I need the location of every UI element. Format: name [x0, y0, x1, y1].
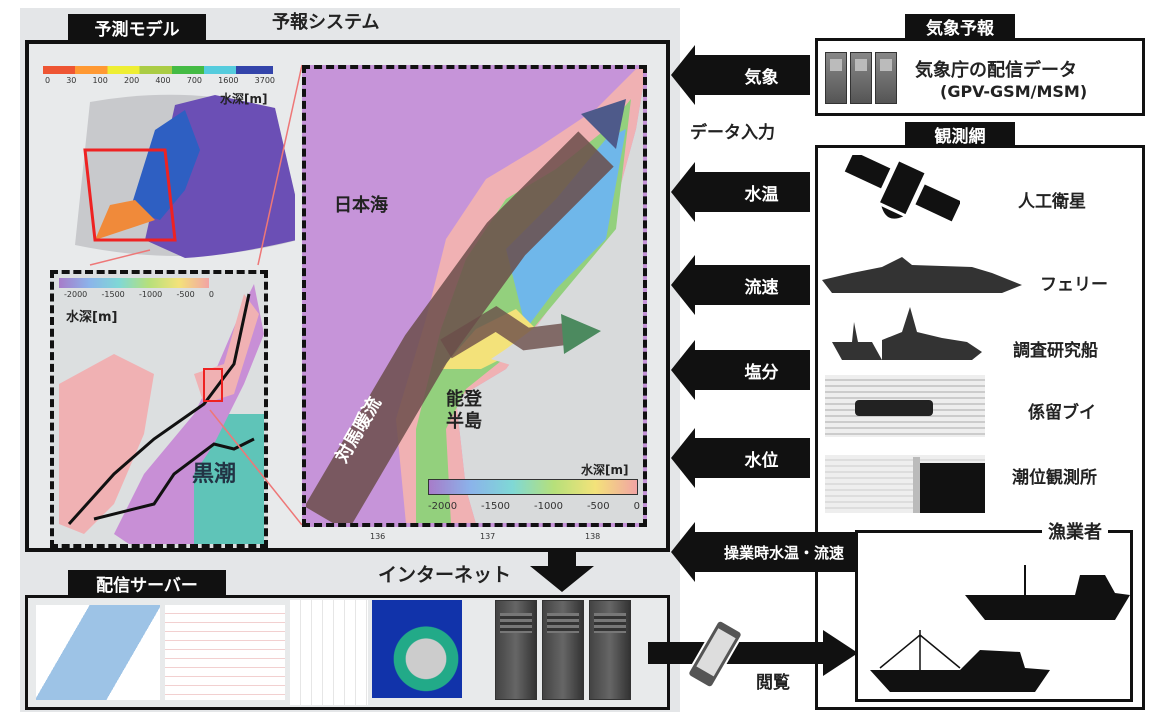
tick: -500	[176, 290, 195, 299]
observation-item-research-vessel: 調査研究船	[1013, 341, 1098, 361]
arrow-water-level: 水位	[671, 428, 810, 488]
regional-map-graphic	[59, 284, 264, 544]
tick: 200	[123, 76, 140, 85]
distribution-server-label: 配信サーバー	[68, 570, 226, 596]
observation-item-ferry: フェリー	[1040, 275, 1108, 295]
research-vessel-icon	[832, 307, 982, 360]
overview-map-graphic	[75, 94, 295, 258]
browse-arrow-icon	[648, 630, 858, 676]
overview-colorbar	[43, 66, 273, 74]
tick: -1500	[101, 290, 125, 299]
weather-text-2: (GPV-GSM/MSM)	[940, 82, 1088, 101]
tick: -1000	[533, 501, 564, 512]
overview-map: 0 30 100 200 400 700 1600 3700 水深[m]	[35, 62, 295, 258]
regional-map: -2000 -1500 -1000 -500 0 水深[m] 黒潮	[50, 270, 268, 548]
observation-item-moored-buoy: 係留ブイ	[1028, 403, 1096, 423]
moored-buoy-photo	[825, 375, 985, 437]
satellite-icon	[844, 155, 960, 222]
tick: -1500	[480, 501, 511, 512]
thumbnail-table	[165, 605, 285, 700]
sea-of-japan-label: 日本海	[334, 195, 388, 216]
server-icon	[542, 600, 584, 700]
tick: -500	[586, 501, 610, 512]
internet-label: インターネット	[378, 564, 512, 586]
arrow-operation-data: 操業時水温・流速	[671, 522, 855, 582]
tick: 0	[208, 290, 214, 299]
weather-text-1: 気象庁の配信データ	[915, 60, 1077, 81]
tick: -1000	[139, 290, 163, 299]
tick: 100	[92, 76, 108, 85]
server-icon	[589, 600, 631, 700]
regional-unit: 水深[m]	[66, 310, 118, 325]
kuroshio-label: 黒潮	[192, 462, 237, 487]
tick: 400	[155, 76, 171, 85]
lon-tick: 138	[585, 532, 601, 541]
detail-map: 日本海 能登 半島 対馬暖流 水深[m] -2000 -1500 -1000 -…	[302, 65, 647, 527]
regional-colorbar-ticks: -2000 -1500 -1000 -500 0	[64, 290, 214, 299]
regional-colorbar	[59, 278, 209, 288]
system-title: 予報システム	[272, 12, 380, 33]
zoom-lines	[89, 64, 303, 526]
ferry-icon	[822, 257, 1022, 293]
observation-item-satellite: 人工衛星	[1018, 192, 1086, 212]
lon-tick: 137	[480, 532, 496, 541]
fishermen-label: 漁業者	[1042, 518, 1108, 544]
tide-station-photo	[825, 455, 985, 513]
tick: 0	[633, 501, 640, 512]
smartphone-icon	[687, 619, 743, 689]
server-icon	[875, 52, 897, 104]
detail-colorbar	[428, 479, 638, 495]
server-icon	[825, 52, 847, 104]
fishing-boat-icon	[965, 565, 1130, 620]
tick: 1600	[218, 76, 239, 85]
tick: 700	[186, 76, 203, 85]
detail-map-graphic	[306, 69, 643, 523]
overview-unit: 水深[m]	[220, 92, 268, 106]
detail-colorbar-ticks: -2000 -1500 -1000 -500 0	[428, 501, 640, 512]
thumbnail-map	[36, 605, 160, 700]
overview-colorbar-ticks: 0 30 100 200 400 700 1600 3700	[45, 76, 275, 85]
arrow-water-temp: 水温	[671, 162, 810, 222]
arrow-current-speed: 流速	[671, 255, 810, 315]
model-label: 予測モデル	[68, 14, 206, 41]
thumbnail-sst-map	[372, 600, 462, 698]
noto-peninsula-label: 能登 半島	[446, 389, 482, 432]
data-input-caption: データ入力	[690, 123, 775, 143]
tick: -2000	[428, 501, 458, 512]
tick: 0	[45, 76, 51, 85]
down-arrow-icon	[530, 550, 594, 592]
fishing-boat-icon	[870, 630, 1050, 692]
observation-label: 観測網	[905, 122, 1015, 147]
observation-item-tide-station: 潮位観測所	[1012, 468, 1097, 488]
tick: 30	[66, 76, 77, 85]
server-icon	[495, 600, 537, 700]
arrow-weather: 気象	[671, 45, 810, 105]
detail-unit: 水深[m]	[581, 463, 629, 477]
server-icon	[850, 52, 872, 104]
tick: 3700	[254, 76, 275, 85]
thumbnail-chart	[290, 600, 368, 705]
lon-tick: 136	[370, 532, 386, 541]
weather-label: 気象予報	[905, 14, 1015, 39]
tick: -2000	[64, 290, 88, 299]
browse-label: 閲覧	[756, 673, 790, 693]
arrow-salinity: 塩分	[671, 340, 810, 400]
